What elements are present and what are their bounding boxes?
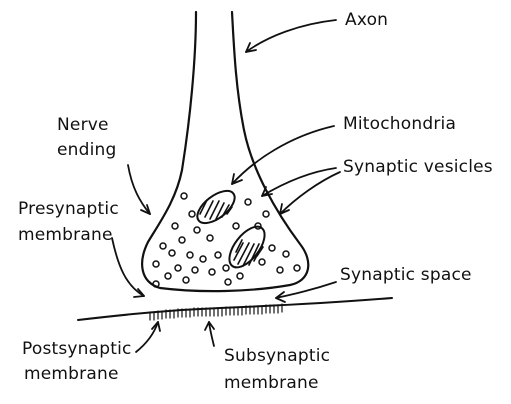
- mitochondrion-upper: [192, 185, 240, 229]
- label-synaptic-vesicles: Synaptic vesicles: [343, 156, 493, 178]
- postsynaptic-membrane-line: [78, 298, 392, 320]
- label-nerve-ending-line1: Nerve: [57, 114, 109, 136]
- label-subsynaptic-line2: membrane: [224, 372, 319, 394]
- presynaptic-arrow: [112, 238, 144, 296]
- synaptic-vesicles: [153, 193, 300, 287]
- label-postsynaptic-line2: membrane: [24, 363, 119, 385]
- label-axon: Axon: [345, 9, 388, 31]
- label-presynaptic-line1: Presynaptic: [18, 198, 119, 220]
- label-presynaptic-line2: membrane: [18, 224, 113, 246]
- axon-arrow: [246, 20, 336, 52]
- label-synaptic-space: Synaptic space: [340, 264, 472, 286]
- vesicles-arrow-2: [280, 172, 340, 214]
- subsynaptic-hatching: [150, 304, 282, 320]
- mitochondrion-lower: [223, 221, 271, 274]
- vesicles-arrow-1: [262, 168, 336, 196]
- mitochondria-arrow: [232, 126, 334, 184]
- label-nerve-ending-line2: ending: [57, 139, 117, 161]
- synaptic-space-arrow: [276, 282, 336, 298]
- label-subsynaptic-line1: Subsynaptic: [224, 345, 330, 367]
- label-mitochondria: Mitochondria: [343, 113, 456, 135]
- nerve-ending-outline: [142, 12, 308, 291]
- label-postsynaptic-line1: Postsynaptic: [22, 338, 132, 360]
- leader-arrows: [112, 20, 340, 352]
